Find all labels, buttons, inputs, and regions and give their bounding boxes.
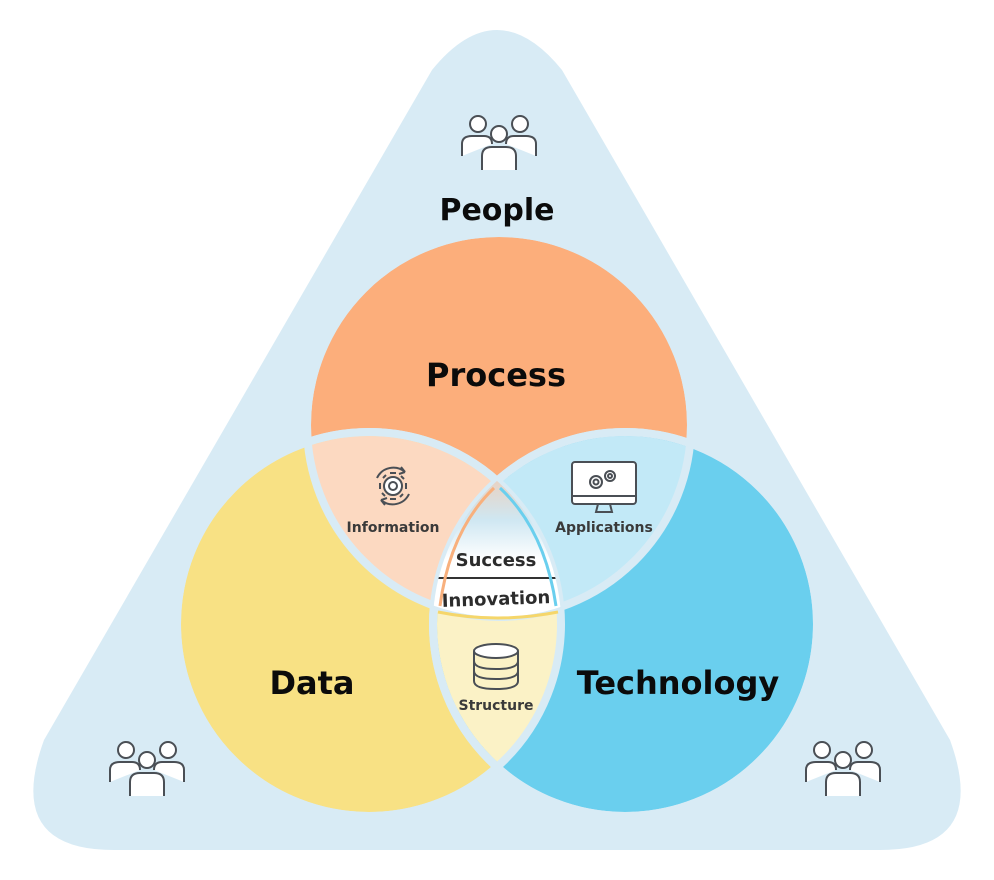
applications-label: Applications (555, 520, 653, 536)
information-label: Information (347, 520, 440, 536)
people-group-icon (461, 115, 537, 170)
monitor-gears-icon (571, 461, 637, 513)
data-label: Data (269, 664, 354, 702)
technology-label: Technology (577, 664, 780, 702)
success-label: Success (456, 550, 537, 571)
gear-refresh-icon (376, 466, 410, 506)
database-icon (473, 643, 519, 691)
structure-label: Structure (458, 698, 533, 714)
people-group-icon (805, 741, 881, 796)
process-label: Process (426, 356, 566, 394)
innovation-label: Innovation (441, 587, 550, 612)
people-group-icon (109, 741, 185, 796)
people-label: People (439, 193, 554, 228)
